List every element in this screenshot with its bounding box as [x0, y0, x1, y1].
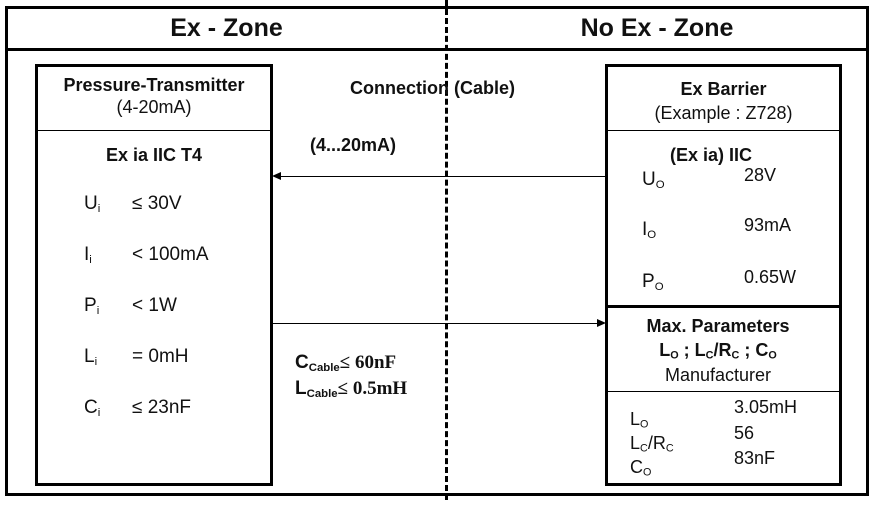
param-ii: Ii< 100mA — [84, 244, 209, 266]
param-li: Li= 0mH — [84, 346, 189, 368]
connection-label: Connection (Cable) — [350, 78, 515, 98]
arrow-right-icon — [597, 319, 606, 327]
max-param-co: CO — [630, 457, 652, 479]
max-value-lc-rc: 56 — [734, 423, 755, 443]
max-params-symbols: LO ; LC/RC ; CO — [659, 340, 777, 362]
ex-barrier-box: Ex Barrier (Example : Z728) (Ex ia) IIC … — [605, 64, 842, 486]
barrier-divider — [608, 130, 839, 131]
barrier-protection: (Ex ia) IIC — [670, 145, 753, 165]
no-ex-zone-title: No Ex - Zone — [580, 14, 734, 42]
ex-zone-title: Ex - Zone — [170, 14, 283, 42]
cable-capacitance: CCable≤ 60nF — [295, 352, 397, 374]
header-divider — [5, 48, 869, 51]
barrier-title: Ex Barrier — [680, 79, 767, 99]
cable-inductance: LCable≤ 0.5mH — [295, 378, 408, 400]
transmitter-protection: Ex ia IIC T4 — [105, 145, 203, 165]
barrier-section-divider — [608, 305, 839, 308]
max-params-title: Max. Parameters — [646, 316, 790, 336]
max-params-divider — [608, 391, 839, 392]
param-ui: Ui≤ 30V — [84, 193, 182, 215]
max-params-source: Manufacturer — [664, 365, 772, 385]
transmitter-subtitle: (4-20mA) — [116, 97, 192, 117]
transmitter-divider — [38, 130, 270, 131]
barrier-subtitle: (Example : Z728) — [654, 103, 793, 123]
max-value-lo: 3.05mH — [734, 397, 798, 417]
max-param-lc-rc: LC/RC — [630, 433, 674, 455]
param-po: PO — [642, 271, 664, 293]
transmitter-title: Pressure-Transmitter — [63, 75, 245, 95]
max-value-co: 83nF — [734, 448, 776, 468]
max-param-lo: LO — [630, 409, 649, 431]
zone-boundary-line — [445, 0, 448, 500]
param-pi: Pi< 1W — [84, 295, 177, 317]
pressure-transmitter-box: Pressure-Transmitter (4-20mA) Ex ia IIC … — [35, 64, 273, 486]
signal-label: (4...20mA) — [310, 135, 397, 155]
value-io: 93mA — [744, 215, 792, 235]
parameter-line — [273, 323, 598, 324]
param-io: IO — [642, 219, 657, 241]
value-uo: 28V — [744, 165, 777, 185]
signal-line — [280, 176, 606, 177]
param-uo: UO — [642, 169, 665, 191]
param-ci: Ci≤ 23nF — [84, 397, 192, 419]
diagram-frame — [5, 6, 869, 496]
arrow-left-icon — [272, 172, 281, 180]
value-po: 0.65W — [744, 267, 797, 287]
